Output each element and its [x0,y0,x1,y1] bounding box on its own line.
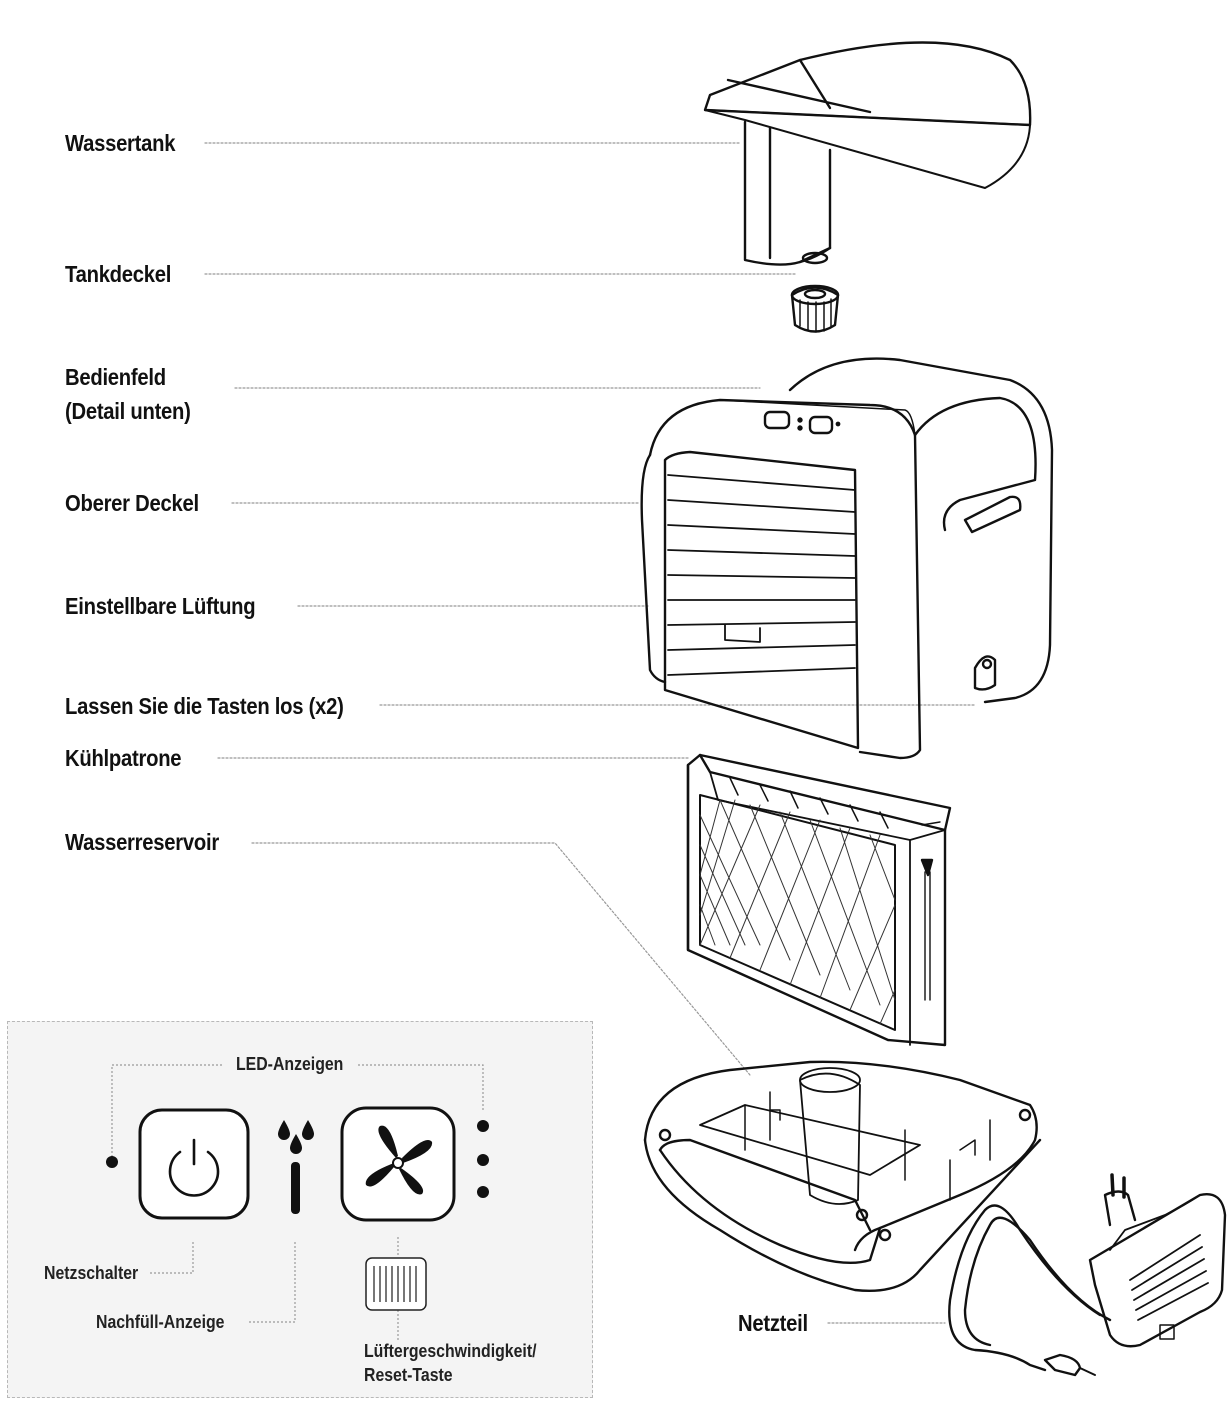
label-power-switch: Netzschalter [44,1263,139,1283]
label-water-tank: Wassertank [65,130,176,156]
label-control-panel-detail: (Detail unten) [65,398,191,424]
fan-button-drawing [340,1106,456,1222]
label-fan-speed: Lüftergeschwindigkeit/ [364,1341,537,1361]
label-top-cover: Oberer Deckel [65,490,199,516]
label-led-indicators: LED-Anzeigen [236,1054,344,1074]
led-dots-fan-speed [477,1120,489,1198]
power-button-drawing [138,1108,250,1220]
label-cooling-cartridge: Kühlpatrone [65,745,182,771]
label-adjustable-vent: Einstellbare Lüftung [65,593,256,619]
filter-icon [365,1257,427,1311]
label-reset-button: Reset-Taste [364,1365,453,1385]
leader-lines [204,142,976,1324]
label-power-adapter: Netzteil [738,1310,808,1336]
label-tank-cap: Tankdeckel [65,261,172,287]
water-tank-drawing [703,41,1032,266]
main-body-drawing [640,357,1054,760]
refill-indicator-drawing [278,1120,314,1214]
control-panel-detail-box: LED-Anzeigen Netzschalter Nachfüll-Anzei… [7,1021,593,1398]
led-dot-power [106,1156,118,1168]
label-refill-indicator: Nachfüll-Anzeige [96,1312,225,1332]
tank-cap-drawing [790,284,840,333]
label-water-reservoir: Wasserreservoir [65,829,219,855]
label-release-buttons: Lassen Sie die Tasten los (x2) [65,693,344,719]
label-control-panel: Bedienfeld [65,364,166,390]
power-adapter-drawing [948,1173,1227,1377]
cooling-cartridge-drawing [686,753,952,1047]
control-panel-detail-drawing [106,1064,489,1340]
water-reservoir-drawing [643,1060,1042,1292]
